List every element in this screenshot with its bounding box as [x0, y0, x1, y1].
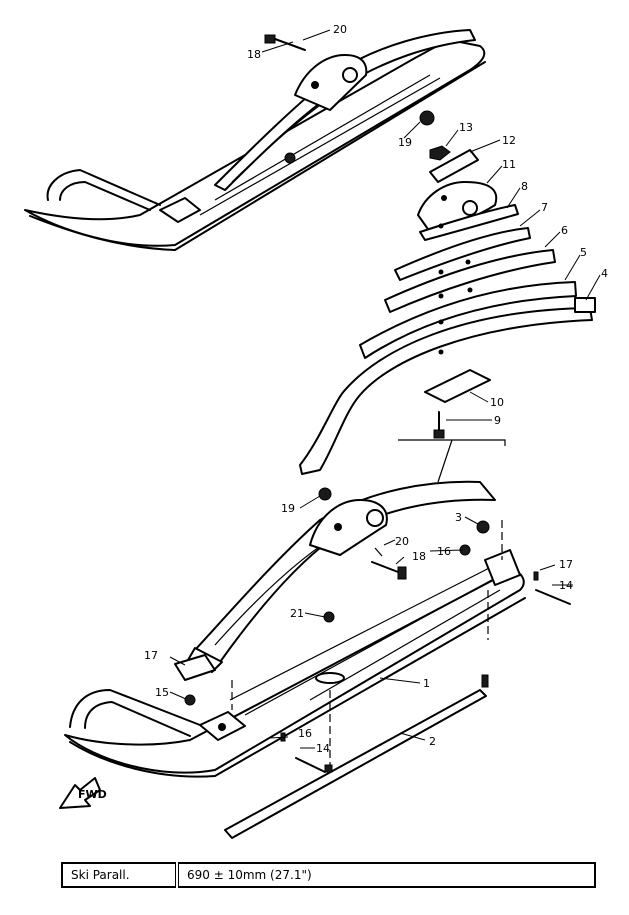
callout-5: 5 [580, 246, 587, 259]
bolt-icon [433, 429, 445, 439]
callout-7: 7 [541, 201, 548, 214]
callout-3: 3 [455, 511, 462, 524]
callout-1: 1 [423, 677, 430, 690]
leaf-spring-stack [299, 145, 596, 483]
ski-assembly-top [24, 29, 486, 251]
callout-6: 6 [561, 224, 568, 237]
callout-14-left: 14 [316, 742, 330, 755]
bolt-icon [264, 34, 306, 51]
callout-17: 17 [144, 649, 158, 662]
nut-icon [419, 110, 435, 126]
callout-21: 21 [290, 607, 304, 620]
nut-icon [318, 487, 332, 501]
callout-12: 12 [502, 134, 516, 147]
callout-20-top: 20 [333, 23, 347, 36]
nut-icon [323, 611, 335, 623]
callout-15-right: 16 [437, 545, 451, 558]
callout-13: 13 [459, 121, 473, 134]
spec-label: Ski Parall. [61, 862, 179, 888]
spec-value: 690 ± 10mm (27.1") [176, 862, 596, 888]
callout-10: 10 [490, 396, 504, 409]
callout-9: 9 [494, 414, 501, 427]
callout-15-left: 15 [155, 686, 169, 699]
spec-row: Ski Parall. 690 ± 10mm (27.1") [61, 862, 596, 888]
callout-8: 8 [521, 180, 528, 193]
callout-leaders [169, 29, 601, 749]
callout-19-top: 19 [398, 136, 412, 149]
ski-assembly-bottom [64, 480, 571, 839]
callout-18-top: 18 [247, 48, 261, 61]
callout-20-bottom: 20 [395, 535, 409, 548]
nut-icon [476, 520, 490, 534]
callout-16-right: 17 [559, 558, 573, 571]
bolt-icon [371, 561, 407, 580]
callout-16-left: 16 [298, 727, 312, 740]
callout-19-bottom: 19 [281, 502, 295, 515]
callout-11: 11 [502, 158, 516, 171]
spec-table: Ski Parall. 690 ± 10mm (27.1") [61, 862, 596, 888]
callout-14-right: 14 [559, 579, 573, 592]
callout-18-bottom: 18 [412, 550, 426, 563]
forward-arrow-icon: FWD [59, 777, 107, 809]
fwd-label: FWD [78, 788, 107, 801]
callout-2: 2 [429, 735, 436, 748]
callout-4: 4 [601, 267, 608, 280]
callout-numbers: 20 18 19 13 12 11 8 7 6 5 4 10 9 19 3 20… [144, 23, 608, 755]
